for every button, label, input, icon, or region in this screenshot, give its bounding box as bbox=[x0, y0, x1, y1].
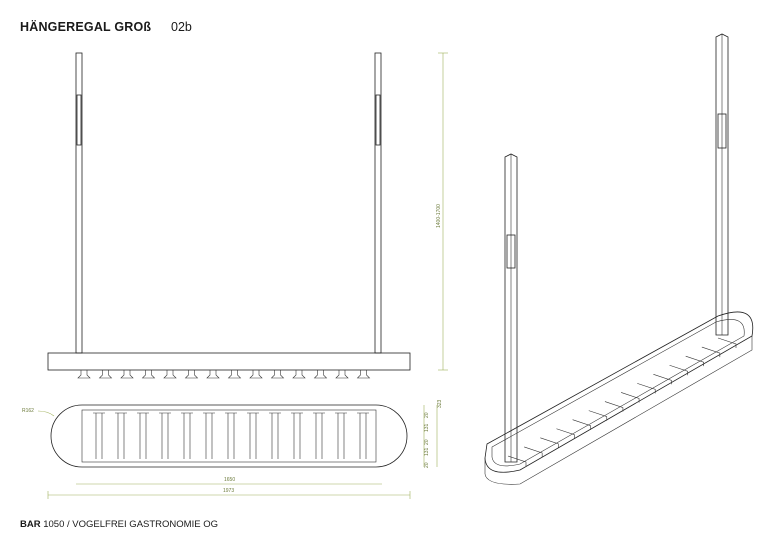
persp-slot bbox=[524, 446, 543, 457]
persp-left-rod bbox=[504, 153, 518, 463]
persp-slot bbox=[637, 383, 656, 394]
inner-length-dimension: 1650 bbox=[224, 477, 235, 483]
left-rod-sleeve bbox=[76, 94, 82, 146]
drawing-title: HÄNGEREGAL GROß bbox=[20, 20, 152, 34]
glass-holder bbox=[120, 370, 134, 379]
persp-slot bbox=[588, 410, 608, 421]
persp-slots bbox=[507, 337, 737, 466]
glass-holder bbox=[98, 370, 113, 379]
glass-holder bbox=[163, 370, 177, 379]
persp-slot bbox=[572, 419, 591, 430]
footer-bold: BAR bbox=[20, 519, 41, 530]
plan-slot bbox=[137, 412, 149, 459]
glass-holder bbox=[356, 370, 371, 379]
plan-slot bbox=[291, 412, 303, 459]
drawing-code: 02b bbox=[171, 20, 192, 34]
glass-holder bbox=[227, 370, 242, 379]
plan-slot bbox=[335, 412, 347, 459]
footer-caption: BAR 1050 / VOGELFREI GASTRONOMIE OG bbox=[20, 519, 218, 530]
glass-holder bbox=[270, 370, 285, 379]
persp-right-sleeve bbox=[717, 113, 727, 149]
plan-view: R162 1650 1973 20 131 20 131 20 323 bbox=[22, 399, 443, 499]
plan-slot bbox=[159, 412, 171, 459]
plan-inner-frame bbox=[81, 409, 377, 463]
persp-left-sleeve bbox=[506, 234, 516, 269]
plan-slot bbox=[203, 412, 215, 459]
side-dimensions: 20 131 20 131 20 323 bbox=[424, 399, 443, 468]
glass-holders bbox=[77, 370, 371, 379]
glass-holder bbox=[184, 370, 199, 379]
glass-holder bbox=[206, 370, 220, 379]
persp-slot bbox=[653, 374, 672, 385]
persp-tray-inner bbox=[491, 319, 745, 467]
shelf-front bbox=[47, 352, 411, 371]
side-dimension: 20 bbox=[424, 462, 430, 468]
glass-holder bbox=[292, 370, 306, 379]
glass-holder bbox=[249, 370, 263, 379]
right-rod-sleeve bbox=[375, 94, 381, 146]
side-dimension: 20 bbox=[424, 412, 430, 418]
persp-slot bbox=[540, 437, 559, 448]
plan-slot bbox=[269, 412, 281, 459]
side-dimension: 131 bbox=[424, 447, 430, 456]
glass-holder bbox=[335, 370, 349, 379]
perspective-view bbox=[484, 33, 754, 485]
plan-slot bbox=[247, 412, 259, 459]
persp-tray-outer bbox=[484, 311, 754, 473]
side-dimension: 323 bbox=[437, 399, 443, 408]
glass-holder bbox=[77, 370, 91, 379]
footer-text: 1050 / VOGELFREI GASTRONOMIE OG bbox=[40, 519, 218, 530]
plan-slots bbox=[93, 412, 369, 459]
persp-slot bbox=[669, 364, 688, 376]
glass-holder bbox=[141, 370, 156, 379]
front-elevation: 1400-1700 bbox=[47, 52, 448, 379]
plan-slot bbox=[115, 412, 127, 459]
persp-slot bbox=[685, 355, 704, 367]
persp-slot bbox=[556, 428, 575, 439]
persp-slot bbox=[507, 455, 527, 466]
side-dimension: 20 bbox=[424, 439, 430, 445]
plan-slot bbox=[313, 412, 325, 459]
height-dimension: 1400-1700 bbox=[436, 204, 442, 228]
plan-outline bbox=[50, 404, 408, 468]
plan-slot bbox=[93, 412, 105, 459]
glass-holder bbox=[313, 370, 328, 379]
persp-slot bbox=[604, 401, 624, 412]
persp-slot bbox=[620, 392, 640, 403]
persp-tray-side bbox=[484, 336, 753, 485]
total-length-dimension: 1973 bbox=[223, 488, 234, 494]
persp-right-rod bbox=[715, 33, 729, 336]
persp-slot bbox=[717, 337, 737, 348]
persp-slot bbox=[701, 346, 721, 358]
plan-slot bbox=[225, 412, 237, 459]
radius-dimension: R162 bbox=[22, 408, 34, 414]
side-dimension: 131 bbox=[424, 423, 430, 432]
plan-slot bbox=[357, 412, 369, 459]
plan-slot bbox=[181, 412, 193, 459]
